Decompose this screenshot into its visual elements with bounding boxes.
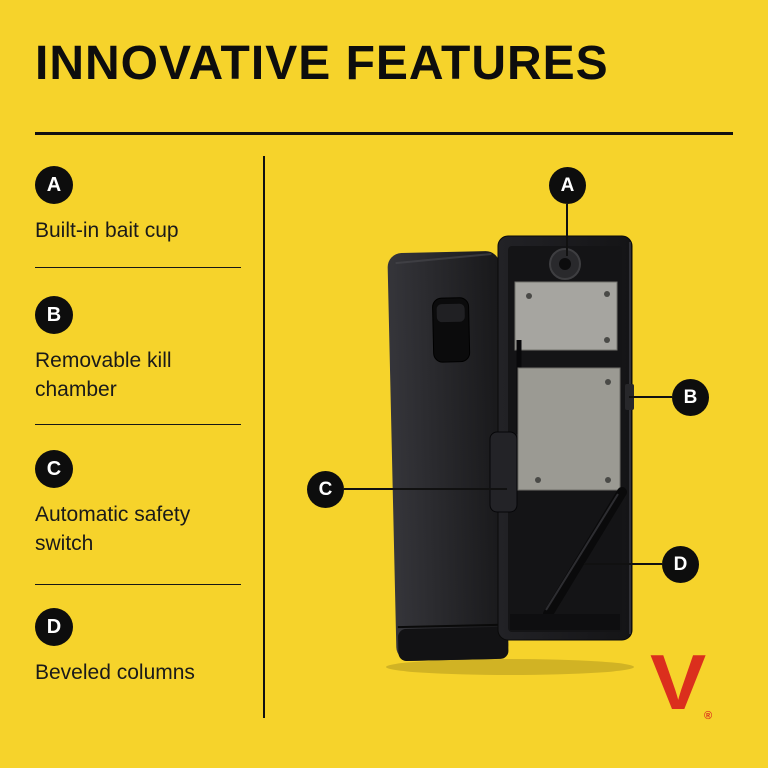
feature-divider: [35, 424, 241, 425]
beveled-column-rod: [543, 487, 627, 619]
callout-line-b: [629, 396, 672, 398]
callout-badge-a: A: [549, 167, 586, 204]
product-photo: [386, 235, 634, 675]
kill-chamber-plate-bottom: [517, 367, 621, 491]
feature-badge-b: B: [35, 296, 73, 334]
feature-text-d: Beveled columns: [35, 661, 195, 684]
column-divider: [263, 156, 265, 718]
feature-item-kill-chamber: B Removable kill chamber: [35, 296, 247, 404]
feature-item-bait-cup: A Built-in bait cup: [35, 166, 247, 245]
callout-line-c: [344, 488, 507, 490]
trap-interior: [497, 235, 634, 641]
feature-divider: [35, 267, 241, 268]
feature-item-beveled-columns: D Beveled columns: [35, 608, 247, 687]
feature-badge-a: A: [35, 166, 73, 204]
feature-divider: [35, 584, 241, 585]
product-shadow: [386, 659, 634, 675]
title-divider: [35, 132, 733, 135]
feature-item-safety-switch: C Automatic safety switch: [35, 450, 247, 558]
registered-trademark-icon: ®: [704, 710, 713, 722]
trap-base: [398, 626, 509, 661]
callout-line-d: [584, 563, 662, 565]
callout-badge-c: C: [307, 471, 344, 508]
callout-badge-b: B: [672, 379, 709, 416]
feature-badge-c: C: [35, 450, 73, 488]
feature-text-c: Automatic safety switch: [35, 503, 191, 555]
callout-badge-d: D: [662, 546, 699, 583]
feature-text-a: Built-in bait cup: [35, 219, 179, 242]
safety-switch-latch: [489, 431, 518, 513]
kill-chamber-plate-top: [514, 281, 618, 351]
feature-text-b: Removable kill chamber: [35, 349, 172, 401]
page-title: INNOVATIVE FEATURES: [35, 37, 609, 90]
victor-logo: V: [650, 638, 707, 726]
callout-line-a: [566, 204, 568, 256]
feature-badge-d: D: [35, 608, 73, 646]
trap-body: [387, 251, 509, 661]
